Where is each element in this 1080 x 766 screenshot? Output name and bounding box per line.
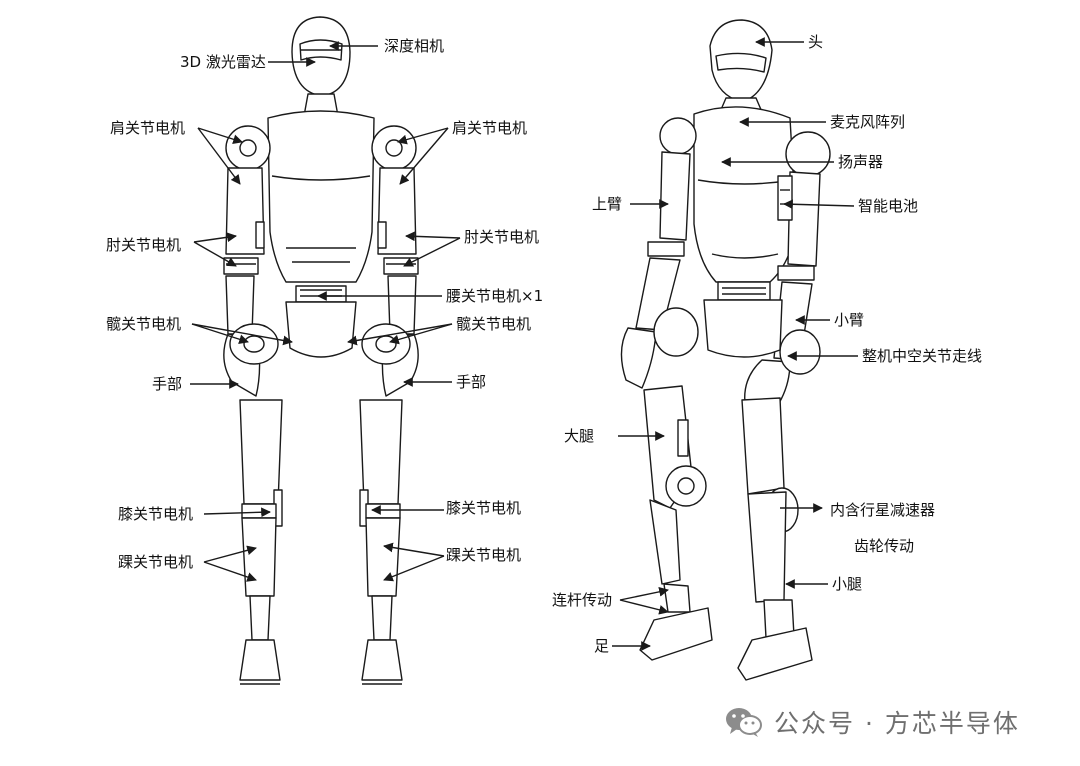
watermark-text: 公众号 · 方芯半导体 <box>774 709 1020 738</box>
label-shoulder-motor-left: 肩关节电机 <box>110 119 186 137</box>
label-foot: 足 <box>594 637 610 655</box>
label-knee-motor-left: 膝关节电机 <box>118 505 194 523</box>
label-depth-camera: 深度相机 <box>384 37 445 55</box>
label-forearm: 小臂 <box>834 311 865 329</box>
label-hollow-wiring: 整机中空关节走线 <box>862 347 983 365</box>
label-lidar-3d: 3D 激光雷达 <box>180 53 266 71</box>
label-hand-right: 手部 <box>456 373 487 391</box>
wechat-icon <box>726 708 762 737</box>
label-waist-motor: 腰关节电机×1 <box>446 287 544 305</box>
label-linkage-drive: 连杆传动 <box>552 591 613 609</box>
label-shank: 小腿 <box>832 575 863 593</box>
label-elbow-motor-right: 肘关节电机 <box>464 228 540 246</box>
label-speaker: 扬声器 <box>838 153 884 171</box>
label-thigh: 大腿 <box>564 427 595 445</box>
label-mic-array: 麦克风阵列 <box>830 113 906 131</box>
label-ankle-motor-left: 踝关节电机 <box>118 553 194 571</box>
watermark: 公众号 · 方芯半导体 <box>724 704 1020 740</box>
label-head: 头 <box>808 33 824 51</box>
side-view-robot <box>620 19 831 681</box>
label-knee-motor-right: 膝关节电机 <box>446 499 522 517</box>
label-ankle-motor-right: 踝关节电机 <box>446 546 522 564</box>
label-planetary-reducer: 内含行星减速器 <box>830 501 936 519</box>
label-hip-motor-right: 髋关节电机 <box>456 315 532 333</box>
label-elbow-motor-left: 肘关节电机 <box>106 236 182 254</box>
label-gear-drive: 齿轮传动 <box>854 537 915 555</box>
label-upper-arm: 上臂 <box>592 195 623 213</box>
label-hip-motor-left: 髋关节电机 <box>106 315 182 333</box>
label-shoulder-motor-right: 肩关节电机 <box>452 119 528 137</box>
label-smart-battery: 智能电池 <box>858 197 919 215</box>
front-view-robot <box>223 16 419 685</box>
leader-lines <box>190 37 858 651</box>
label-hand-left: 手部 <box>152 375 183 393</box>
